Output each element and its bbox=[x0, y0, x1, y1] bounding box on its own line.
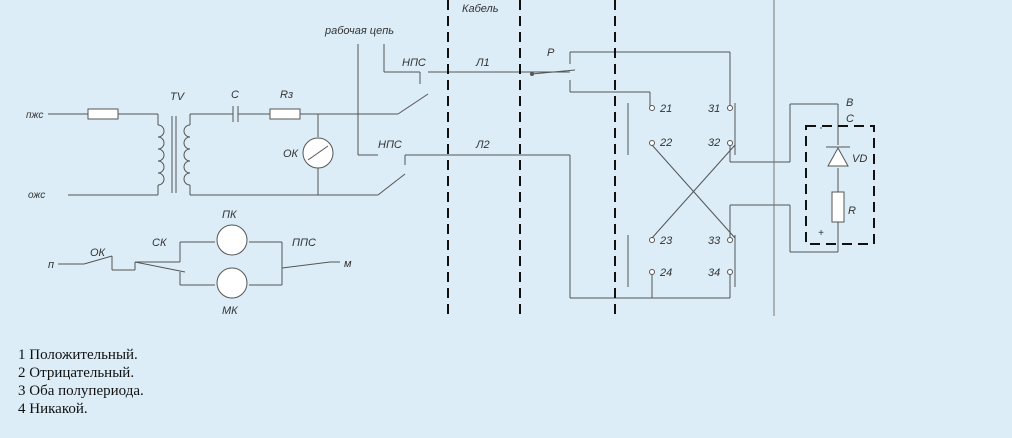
l1-label: Л1 bbox=[475, 57, 490, 69]
nps-top-label: НПС bbox=[402, 57, 426, 69]
minus-ctrl-label: м bbox=[344, 258, 352, 270]
pzhs-label: пжс bbox=[26, 110, 43, 121]
nps-bottom-label: НПС bbox=[378, 139, 402, 151]
answer-options: 1 Положительный. 2 Отрицательный. 3 Оба … bbox=[18, 346, 144, 418]
plus-label: + bbox=[818, 228, 824, 239]
pps-label: ППС bbox=[292, 237, 316, 249]
work-circuit-label: рабочая цепь bbox=[324, 25, 394, 37]
capacitor-label: C bbox=[231, 89, 239, 101]
pk-label: ПК bbox=[222, 209, 237, 221]
answer-option-4[interactable]: 4 Никакой. bbox=[18, 401, 88, 417]
ozhs-label: ожс bbox=[28, 190, 45, 201]
ok-meter-label: ОК bbox=[283, 148, 299, 160]
vd-label: VD bbox=[852, 153, 867, 165]
mk-label: МК bbox=[222, 305, 238, 317]
terminal-23: 23 bbox=[659, 235, 673, 247]
tv-label: TV bbox=[170, 91, 186, 103]
ok-ctrl-label: ОК bbox=[90, 247, 106, 259]
sk-label: СК bbox=[152, 237, 167, 249]
plus-ctrl-label: п bbox=[48, 259, 54, 271]
terminal-33: 33 bbox=[708, 235, 721, 247]
schematic-svg: Кабель рабочая цепь пжс ожс TV C Rз ОК Н… bbox=[26, 0, 875, 317]
b-label: В bbox=[846, 97, 853, 109]
c2-label: С bbox=[846, 113, 854, 125]
answer-option-3[interactable]: 3 Оба полупериода. bbox=[18, 383, 144, 399]
r-label: R bbox=[848, 205, 856, 217]
l2-label: Л2 bbox=[475, 139, 490, 151]
terminal-22: 22 bbox=[659, 137, 672, 149]
rz-label: Rз bbox=[280, 89, 293, 101]
terminal-34: 34 bbox=[708, 267, 720, 279]
answer-option-2[interactable]: 2 Отрицательный. bbox=[18, 365, 135, 381]
cable-section-label: Кабель bbox=[462, 3, 499, 15]
relay-label: Р bbox=[547, 47, 555, 59]
answer-option-1[interactable]: 1 Положительный. bbox=[18, 347, 138, 363]
terminal-32: 32 bbox=[708, 137, 720, 149]
terminal-24: 24 bbox=[659, 267, 672, 279]
terminal-21: 21 bbox=[659, 103, 672, 115]
terminal-31: 31 bbox=[708, 103, 720, 115]
